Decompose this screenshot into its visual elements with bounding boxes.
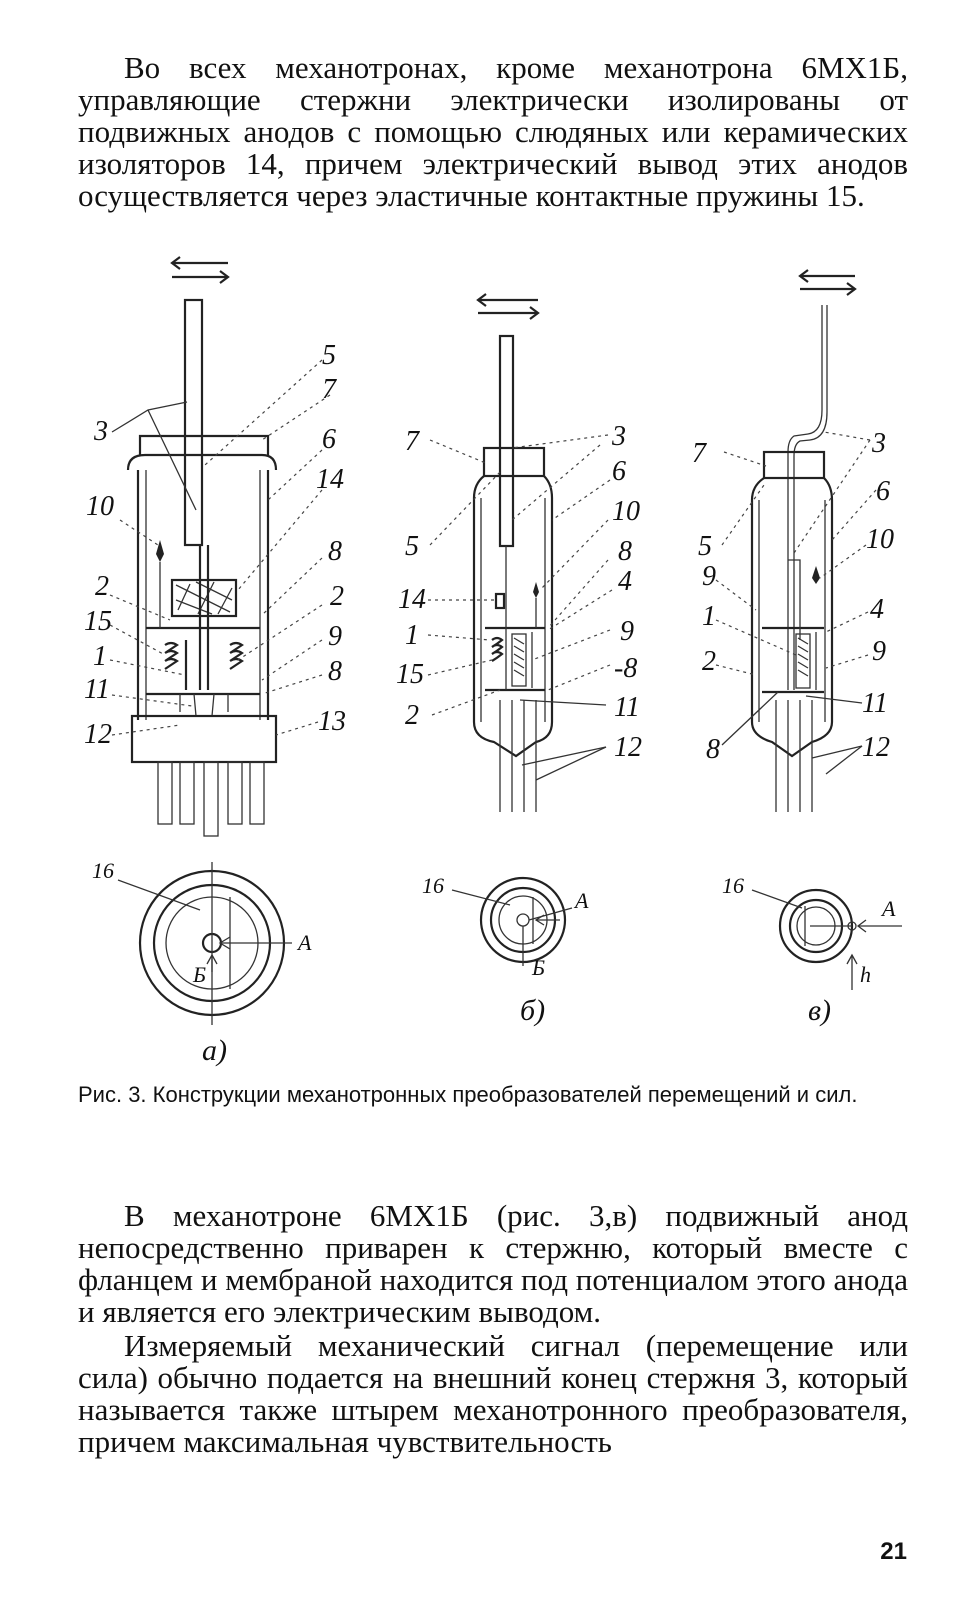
mechanotron-figure: 3 5 7 6 14 10 8 2 2 15 1 9 8 11 12 13 16… xyxy=(84,256,902,1067)
figure-caption: Рис. 3. Конструкции механотронных преобр… xyxy=(78,1082,858,1107)
svg-text:4: 4 xyxy=(870,594,884,625)
svg-text:16: 16 xyxy=(92,858,114,883)
svg-text:14: 14 xyxy=(316,464,344,495)
svg-text:2: 2 xyxy=(702,646,716,677)
svg-text:11: 11 xyxy=(614,692,640,723)
svg-text:9: 9 xyxy=(872,636,886,667)
svg-text:15: 15 xyxy=(84,606,112,637)
svg-text:3: 3 xyxy=(871,428,886,459)
page-number: 21 xyxy=(880,1538,907,1565)
svg-text:7: 7 xyxy=(322,374,337,405)
svg-text:8: 8 xyxy=(328,656,342,687)
svg-text:10: 10 xyxy=(612,496,640,527)
svg-text:16: 16 xyxy=(722,873,744,898)
svg-text:5: 5 xyxy=(322,340,336,371)
svg-text:1: 1 xyxy=(702,601,716,632)
svg-text:7: 7 xyxy=(405,426,420,457)
svg-text:5: 5 xyxy=(698,531,712,562)
svg-text:h: h xyxy=(860,962,871,987)
svg-text:5: 5 xyxy=(405,531,419,562)
svg-text:в): в) xyxy=(808,994,831,1027)
svg-text:12: 12 xyxy=(862,732,890,763)
svg-text:а): а) xyxy=(202,1034,227,1067)
paragraph-signal: Измеряемый механический сигнал (перемеще… xyxy=(78,1328,908,1459)
svg-text:10: 10 xyxy=(866,524,894,555)
svg-text:1: 1 xyxy=(93,641,107,672)
svg-text:8: 8 xyxy=(706,734,720,765)
svg-text:11: 11 xyxy=(84,674,110,705)
svg-text:10: 10 xyxy=(86,491,114,522)
svg-text:Б: Б xyxy=(192,962,206,987)
svg-text:2: 2 xyxy=(95,571,109,602)
svg-text:9: 9 xyxy=(702,561,716,592)
svg-text:6: 6 xyxy=(876,476,890,507)
svg-text:Б: Б xyxy=(531,955,545,980)
svg-text:8: 8 xyxy=(618,536,632,567)
svg-text:А: А xyxy=(880,896,896,921)
svg-text:б): б) xyxy=(520,994,545,1027)
svg-text:9: 9 xyxy=(620,616,634,647)
svg-text:11: 11 xyxy=(862,688,888,719)
panel-c-drawing: 7 3 6 5 10 9 4 1 9 2 11 8 12 16 А h в) xyxy=(692,269,902,1027)
svg-text:-8: -8 xyxy=(614,653,637,684)
panel-b-drawing: 7 3 6 5 10 8 4 14 1 9 15 -8 2 11 12 16 А… xyxy=(396,293,642,1027)
svg-text:14: 14 xyxy=(398,584,426,615)
paragraph-intro: Во всех механотронах, кроме механотрона … xyxy=(78,50,908,213)
svg-text:7: 7 xyxy=(692,438,707,469)
svg-text:16: 16 xyxy=(422,873,444,898)
svg-text:2: 2 xyxy=(330,581,344,612)
svg-text:13: 13 xyxy=(318,706,346,737)
svg-text:2: 2 xyxy=(405,700,419,731)
svg-text:4: 4 xyxy=(618,566,632,597)
svg-text:12: 12 xyxy=(614,732,642,763)
svg-text:3: 3 xyxy=(93,416,108,447)
svg-text:12: 12 xyxy=(84,719,112,750)
svg-text:6: 6 xyxy=(612,456,626,487)
svg-text:8: 8 xyxy=(328,536,342,567)
svg-text:1: 1 xyxy=(405,620,419,651)
svg-text:6: 6 xyxy=(322,424,336,455)
svg-text:А: А xyxy=(296,930,312,955)
svg-text:А: А xyxy=(573,888,589,913)
svg-text:9: 9 xyxy=(328,621,342,652)
paragraph-6mx1b: В механотроне 6МХ1Б (рис. 3,в) подвижный… xyxy=(78,1198,908,1329)
panel-a-drawing: 3 5 7 6 14 10 8 2 2 15 1 9 8 11 12 13 16… xyxy=(84,256,346,1067)
svg-text:15: 15 xyxy=(396,659,424,690)
svg-text:3: 3 xyxy=(611,421,626,452)
